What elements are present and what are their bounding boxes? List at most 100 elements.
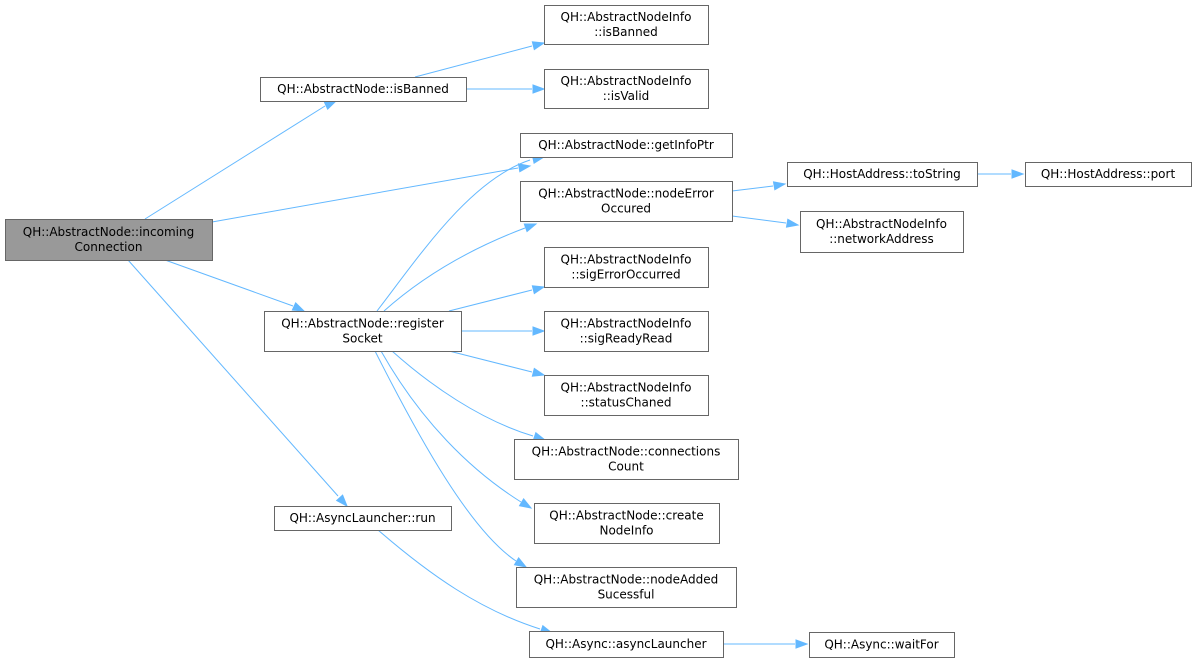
edge-incoming-to-asyncRun bbox=[127, 259, 348, 508]
node-waitFor[interactable]: QH::Async::waitFor bbox=[809, 632, 955, 658]
edge-line bbox=[391, 350, 534, 437]
node-label-line: ::networkAddress bbox=[829, 232, 934, 246]
node-label-line: QH::HostAddress::toString bbox=[803, 167, 961, 181]
edge-arrowhead bbox=[532, 84, 546, 94]
node-statusChaned[interactable]: QH::AbstractNodeInfo::statusChaned bbox=[544, 375, 709, 416]
edge-arrowhead bbox=[531, 285, 546, 295]
node-sigReadyRead[interactable]: QH::AbstractNodeInfo::sigReadyRead bbox=[544, 311, 709, 352]
edge-isBanned-to-infoIsValid bbox=[466, 84, 546, 94]
node-box bbox=[809, 632, 955, 658]
node-label-line: QH::Async::waitFor bbox=[824, 638, 938, 652]
edge-arrowhead bbox=[291, 301, 306, 312]
node-box bbox=[529, 631, 724, 658]
node-label-line: Connection bbox=[75, 240, 143, 254]
edge-arrowhead bbox=[772, 181, 787, 191]
edge-toString-to-port bbox=[977, 169, 1025, 179]
edge-registerSocket-to-nodeErrorOccured bbox=[383, 223, 538, 312]
edge-line bbox=[376, 159, 531, 312]
edge-arrowhead bbox=[531, 41, 546, 51]
node-label-line: QH::AbstractNode::register bbox=[281, 317, 444, 331]
node-sigErrorOccurred[interactable]: QH::AbstractNodeInfo::sigErrorOccurred bbox=[544, 247, 709, 288]
edge-registerSocket-to-nodeAddedSucessful bbox=[374, 350, 528, 568]
edge-arrowhead bbox=[785, 218, 800, 228]
node-label-line: QH::AbstractNodeInfo bbox=[561, 253, 692, 267]
node-box bbox=[520, 133, 733, 158]
node-label-line: ::statusChaned bbox=[581, 396, 672, 410]
edge-arrowhead bbox=[531, 367, 546, 377]
node-label-line: QH::Async::asyncLauncher bbox=[545, 637, 706, 651]
node-label-line: QH::HostAddress::port bbox=[1041, 167, 1176, 181]
edge-registerSocket-to-statusChaned bbox=[448, 350, 546, 377]
edge-line bbox=[448, 350, 533, 373]
edge-line bbox=[448, 289, 533, 312]
node-label-line: NodeInfo bbox=[599, 524, 653, 538]
edge-registerSocket-to-sigReadyRead bbox=[461, 326, 546, 336]
node-box bbox=[1025, 162, 1192, 187]
edge-arrowhead bbox=[517, 163, 532, 173]
edge-registerSocket-to-sigErrorOccurred bbox=[448, 285, 546, 312]
node-box bbox=[544, 69, 709, 109]
edge-nodeErrorOccured-to-toString bbox=[731, 181, 787, 192]
node-box bbox=[264, 311, 462, 352]
node-box bbox=[534, 503, 720, 544]
edge-arrowhead bbox=[532, 326, 546, 336]
node-label-line: QH::AbstractNode::isBanned bbox=[277, 82, 449, 96]
node-box bbox=[260, 77, 467, 102]
edge-arrowhead bbox=[523, 223, 538, 233]
edge-line bbox=[211, 167, 519, 223]
node-label-line: QH::AbstractNodeInfo bbox=[561, 381, 692, 395]
edge-arrowhead bbox=[1011, 169, 1025, 179]
node-asyncRun[interactable]: QH::AsyncLauncher::run bbox=[274, 506, 452, 531]
edge-line bbox=[380, 350, 522, 503]
edge-line bbox=[127, 259, 339, 497]
node-label-line: QH::AbstractNodeInfo bbox=[561, 317, 692, 331]
edge-incoming-to-getInfoPtr bbox=[211, 163, 532, 223]
edge-isBanned-to-infoIsBanned bbox=[414, 41, 546, 78]
node-box bbox=[514, 439, 739, 480]
edge-line bbox=[377, 529, 541, 630]
edge-arrowhead bbox=[795, 639, 809, 649]
node-networkAddress[interactable]: QH::AbstractNodeInfo::networkAddress bbox=[800, 211, 964, 253]
node-port[interactable]: QH::HostAddress::port bbox=[1025, 162, 1192, 187]
edge-line bbox=[731, 185, 774, 192]
node-label-line: Sucessful bbox=[598, 588, 655, 602]
node-box bbox=[544, 247, 709, 288]
edge-arrowhead bbox=[513, 557, 528, 568]
node-label-line: Count bbox=[608, 460, 644, 474]
node-label-line: Socket bbox=[342, 332, 382, 346]
edge-line bbox=[731, 215, 787, 224]
node-label-line: ::isValid bbox=[603, 89, 650, 103]
node-label-line: QH::AbstractNode::getInfoPtr bbox=[538, 138, 714, 152]
edge-line bbox=[383, 227, 526, 312]
node-isBanned[interactable]: QH::AbstractNode::isBanned bbox=[260, 77, 467, 102]
node-box bbox=[274, 506, 452, 531]
edge-asyncLauncher-to-waitFor bbox=[723, 639, 809, 649]
node-label-line: Occured bbox=[601, 202, 651, 216]
node-infoIsBanned[interactable]: QH::AbstractNodeInfo::isBanned bbox=[544, 5, 709, 45]
nodes-layer: QH::AbstractNode::incomingConnectionQH::… bbox=[5, 5, 1192, 658]
edge-registerSocket-to-createNodeInfo bbox=[380, 350, 533, 509]
node-label-line: QH::AsyncLauncher::run bbox=[289, 511, 435, 525]
node-box bbox=[544, 311, 709, 352]
node-label-line: QH::AbstractNode::create bbox=[549, 509, 703, 523]
node-infoIsValid[interactable]: QH::AbstractNodeInfo::isValid bbox=[544, 69, 709, 109]
edge-arrowhead bbox=[323, 100, 338, 111]
edge-line bbox=[144, 105, 326, 220]
node-label-line: QH::AbstractNode::incoming bbox=[23, 225, 194, 239]
node-label-line: QH::AbstractNode::nodeAdded bbox=[534, 573, 719, 587]
edge-arrowhead bbox=[335, 494, 348, 508]
node-toString[interactable]: QH::HostAddress::toString bbox=[787, 162, 978, 187]
edge-line bbox=[164, 259, 294, 307]
node-getInfoPtr[interactable]: QH::AbstractNode::getInfoPtr bbox=[520, 133, 733, 158]
node-label-line: ::sigReadyRead bbox=[580, 332, 673, 346]
node-box bbox=[544, 375, 709, 416]
node-asyncLauncher[interactable]: QH::Async::asyncLauncher bbox=[529, 631, 724, 658]
edge-arrowhead bbox=[518, 498, 533, 509]
